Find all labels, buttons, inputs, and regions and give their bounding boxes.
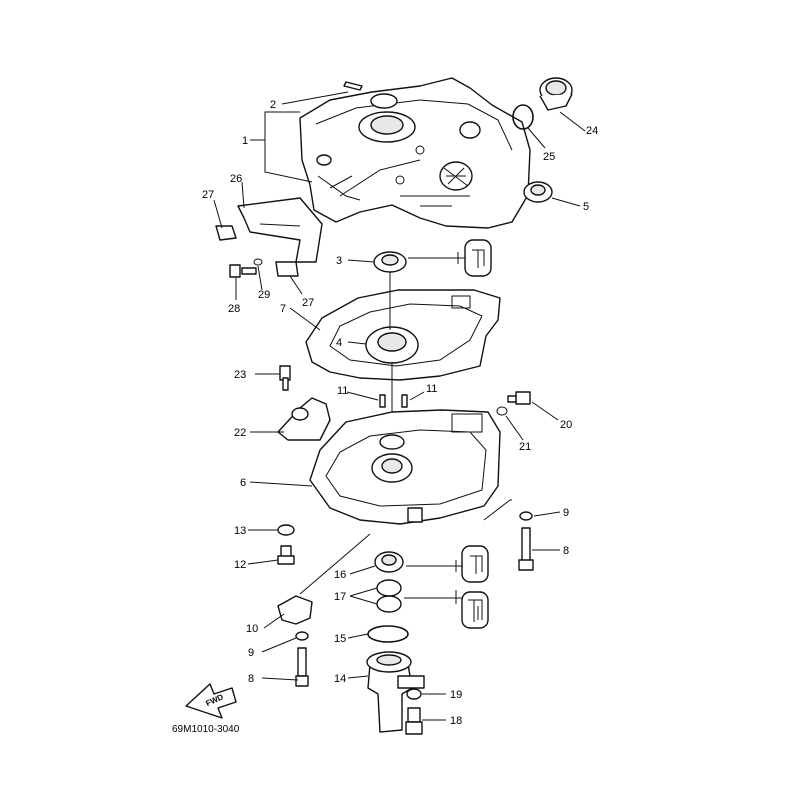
bolt-part-28[interactable] <box>229 264 257 278</box>
callout-12: 12 <box>234 559 246 571</box>
bearing-part-4[interactable] <box>365 326 419 364</box>
o-ring-part-25[interactable] <box>512 104 534 130</box>
clip-part-27-upper[interactable] <box>215 225 237 241</box>
callout-7: 7 <box>280 303 286 315</box>
callout-28: 28 <box>228 303 240 315</box>
oil-seal-part-3[interactable] <box>373 251 407 273</box>
washer-part-21[interactable] <box>496 406 508 416</box>
oil-seal-part-17-upper[interactable] <box>376 579 402 597</box>
o-ring-part-15[interactable] <box>367 625 409 643</box>
callout-10: 10 <box>246 623 258 635</box>
callout-19: 19 <box>450 689 462 701</box>
oil-seal-part-16[interactable] <box>374 551 404 573</box>
seal-detail-inset-3 <box>408 239 492 277</box>
callout-labels: 1 2 3 4 5 6 7 8 8 9 9 10 11 11 12 13 14 … <box>202 99 598 727</box>
callout-24: 24 <box>586 125 598 137</box>
callout-18: 18 <box>450 715 462 727</box>
housing-part-14[interactable] <box>366 651 425 733</box>
clip-part-27-lower[interactable] <box>275 261 299 277</box>
dowel-part-11-left[interactable] <box>379 394 386 408</box>
callout-26: 26 <box>230 173 242 185</box>
callout-14: 14 <box>334 673 346 685</box>
callout-8-left: 8 <box>248 673 254 685</box>
washer-part-29[interactable] <box>253 258 263 266</box>
bolt-part-12[interactable] <box>277 545 295 565</box>
callout-17: 17 <box>334 591 346 603</box>
crankcase-part-6[interactable] <box>309 409 501 525</box>
lead-line <box>483 499 512 521</box>
bracket-part-26[interactable] <box>237 197 323 263</box>
bracket-part-22[interactable] <box>277 397 331 441</box>
callout-6: 6 <box>240 477 246 489</box>
callout-leader-lines <box>213 91 586 721</box>
callout-27-upper: 27 <box>202 189 214 201</box>
callout-21: 21 <box>519 441 531 453</box>
callout-11-left: 11 <box>337 385 348 397</box>
oil-seal-part-17-lower[interactable] <box>376 595 402 613</box>
washer-part-13[interactable] <box>277 524 295 536</box>
seal-detail-inset-16 <box>406 545 489 583</box>
callout-25: 25 <box>543 151 555 163</box>
callout-9-right: 9 <box>563 507 569 519</box>
callout-2: 2 <box>270 99 276 111</box>
callout-8-right: 8 <box>563 545 569 557</box>
forward-arrow-icon: FWD <box>185 683 237 719</box>
pin-part-2[interactable] <box>343 81 363 91</box>
callout-29: 29 <box>258 289 270 301</box>
drawing-code: 69M1010-3040 <box>172 724 240 735</box>
plug-part-20[interactable] <box>507 391 531 405</box>
callout-3: 3 <box>336 255 342 267</box>
washer-part-19[interactable] <box>406 688 422 700</box>
bolt-part-23[interactable] <box>279 365 291 391</box>
seal-detail-inset-17 <box>404 590 489 629</box>
dowel-part-11-right[interactable] <box>401 394 408 408</box>
callout-4: 4 <box>336 337 342 349</box>
filler-cap-part-24[interactable] <box>539 77 573 111</box>
bolt-part-8-left[interactable] <box>295 647 309 687</box>
seal-part-5[interactable] <box>523 181 553 203</box>
callout-11-right: 11 <box>426 383 437 395</box>
bolt-part-8-right[interactable] <box>518 527 534 571</box>
callout-20: 20 <box>560 419 572 431</box>
bolt-part-18[interactable] <box>405 707 423 735</box>
washer-part-9-left[interactable] <box>295 631 309 641</box>
washer-part-9-right[interactable] <box>519 511 533 521</box>
callout-13: 13 <box>234 525 246 537</box>
callout-27-lower: 27 <box>302 297 314 309</box>
cylinder-block-part[interactable] <box>299 77 531 229</box>
callout-15: 15 <box>334 633 346 645</box>
callout-22: 22 <box>234 427 246 439</box>
callout-9-left: 9 <box>248 647 254 659</box>
callout-23: 23 <box>234 369 246 381</box>
callout-5: 5 <box>583 201 589 213</box>
callout-1: 1 <box>242 135 248 147</box>
clip-part-10[interactable] <box>277 595 313 625</box>
callout-16: 16 <box>334 569 346 581</box>
